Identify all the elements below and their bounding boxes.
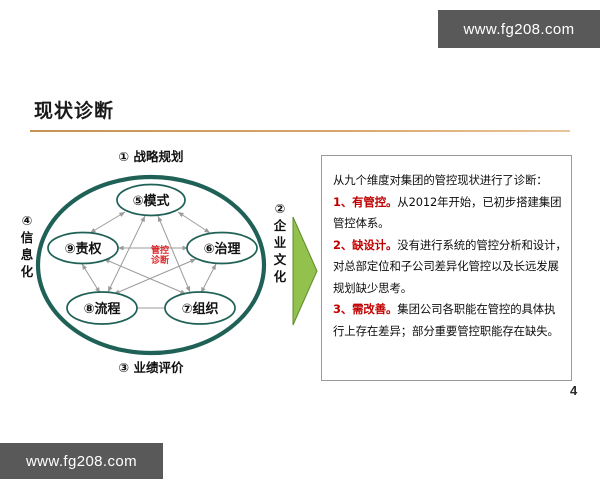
watermark-top-right-text: www.fg208.com (463, 20, 575, 38)
diagnosis-item-3-body-line-2: 行上存在差异；部分重要管控职能存在缺失。 (333, 323, 559, 338)
diagnosis-item-3-head: 3、需改善。集团公司各职能在管控的具体执 (333, 299, 561, 321)
title-divider (30, 130, 570, 132)
outer-label-bottom: ③ 业绩评价 (119, 360, 184, 375)
diagnosis-item-1-number: 1、 (333, 194, 353, 209)
diagnosis-item-2-head: 2、缺设计。没有进行系统的管控分析和设计， (333, 235, 567, 257)
link-responsibility-organization (103, 258, 187, 295)
diagnosis-item-3-number: 3、 (333, 302, 353, 316)
diagnosis-textbox: 从九个维度对集团的管控现状进行了诊断： 1、有管控。从2012年开始，已初步搭建… (321, 155, 572, 381)
node-responsibility-shape (47, 231, 119, 265)
diagnosis-item-2-body-line-3: 规划缺少思考。 (333, 280, 413, 295)
diagnosis-item-1-keyword: 有管控。 (352, 194, 398, 209)
diagnosis-item-1-head: 1、有管控。从2012年开始，已初步搭建集团 (333, 192, 561, 214)
management-diagnosis-diagram: 管控 诊断 ⑤模式 ⑨责权 ⑥治理 ⑧流程 ⑦组织 ① 战略规划 ③ 业绩评价 … (18, 140, 318, 390)
diagnosis-item-1-body-line-2: 管控体系。 (333, 216, 390, 230)
watermark-bottom-left: www.fg208.com (0, 443, 163, 479)
diagnosis-item-2-number: 2、 (333, 237, 353, 252)
outer-ellipse (35, 174, 267, 356)
node-process-shape (66, 291, 138, 325)
watermark-top-right: www.fg208.com (438, 10, 600, 48)
diagnosis-item-3-keyword: 需改善。 (352, 302, 398, 316)
diagnosis-item-2-keyword: 缺设计。 (352, 237, 398, 252)
diagnosis-item-2-body-line-2: 对总部定位和子公司差异化管控以及长远发展 (333, 259, 559, 273)
watermark-bottom-left-text: www.fg208.com (25, 452, 138, 470)
link-mode-governance (177, 211, 211, 234)
diagnosis-item-3-body-line-1: 集团公司各职能在管控的具体执 (397, 302, 556, 316)
diagnosis-item-1-body-line-1: 从2012年开始，已初步搭建集团 (397, 194, 562, 209)
link-mode-responsibility (89, 211, 126, 234)
node-governance-label: ⑥治理 (203, 241, 240, 257)
link-governance-process (113, 258, 197, 295)
green-triangle-arrow (292, 216, 318, 326)
node-governance-shape (186, 231, 258, 265)
center-label-line1: 管控 (151, 244, 169, 256)
page-number: 4 (570, 383, 578, 398)
center-label-line2: 诊断 (151, 254, 169, 266)
link-responsibility-process (81, 263, 101, 294)
diagnosis-item-2-body-line-1: 没有进行系统的管控分析和设计， (397, 237, 567, 252)
outer-label-top: ① 战略规划 (119, 149, 184, 164)
link-governance-organization (200, 263, 217, 294)
diagnosis-intro: 从九个维度对集团的管控现状进行了诊断： (333, 173, 548, 187)
page-title: 现状诊断 (34, 100, 115, 122)
node-mode-shape (116, 183, 186, 217)
node-organization-label: ⑦组织 (181, 301, 218, 317)
node-organization-shape (164, 291, 236, 325)
node-mode-label: ⑤模式 (132, 193, 169, 209)
node-responsibility-label: ⑨责权 (64, 241, 102, 257)
node-process-label: ⑧流程 (83, 301, 120, 317)
